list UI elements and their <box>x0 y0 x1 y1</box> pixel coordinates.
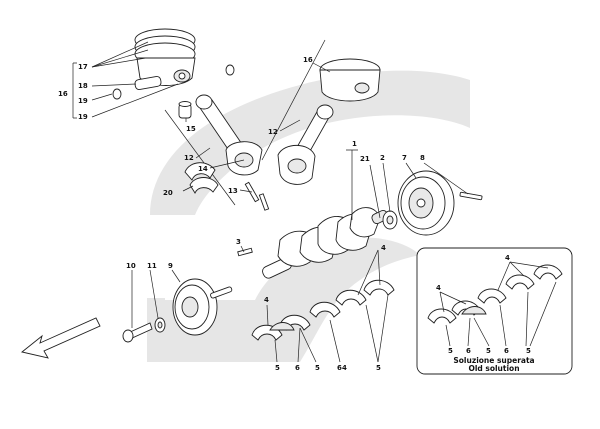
rod-bolts-left <box>244 181 270 211</box>
inset-caption-english: Old solution <box>468 364 519 373</box>
callout-3: 3 <box>236 238 241 246</box>
callout-6: 6 <box>504 347 509 355</box>
cut-line-right <box>261 39 326 161</box>
pulley-damper <box>172 278 233 336</box>
crankshaft-gear <box>382 210 398 230</box>
callout-4: 4 <box>436 284 441 292</box>
circlip-right <box>225 64 235 76</box>
callout-12: 12 <box>268 128 278 136</box>
callout-6: 6 <box>466 347 471 355</box>
inset-caption-italian: Soluzione superata <box>453 356 534 365</box>
connecting-rod-left <box>195 94 263 176</box>
washer <box>154 317 166 333</box>
callout-9: 9 <box>168 262 173 270</box>
callout-4: 4 <box>505 254 510 262</box>
crankshaft <box>262 207 389 279</box>
background-watermark-lower <box>147 237 420 362</box>
circlip-left <box>112 88 122 100</box>
inset-old-solution <box>416 247 573 375</box>
callout-13: 13 <box>228 187 238 195</box>
piston-pin <box>134 76 162 90</box>
callout-10: 10 <box>126 262 136 270</box>
callout-16: 16 <box>303 56 313 64</box>
callout-15: 15 <box>186 125 196 133</box>
leader-lines <box>72 41 557 363</box>
callout-6: 6 <box>295 364 300 372</box>
front-direction-arrow <box>20 317 101 359</box>
callout-8: 8 <box>420 154 425 162</box>
flywheel <box>397 170 455 236</box>
small-end-bush <box>178 101 192 119</box>
rod-bearing-shells-left <box>184 162 219 194</box>
callout-21: 21 <box>360 155 370 163</box>
callout-18: 18 <box>78 82 88 90</box>
callout-16: 16 <box>58 90 68 98</box>
callout-5: 5 <box>486 347 491 355</box>
callout-12: 12 <box>184 154 194 162</box>
connecting-rod-right <box>277 104 334 185</box>
piston-right <box>319 58 381 102</box>
callout-19: 19 <box>78 97 88 105</box>
callout-4: 4 <box>381 244 386 252</box>
callout-1: 1 <box>352 140 357 148</box>
cut-line-left <box>164 109 236 206</box>
callout-5: 5 <box>448 347 453 355</box>
piston-left <box>134 28 196 86</box>
callout-2: 2 <box>380 154 385 162</box>
pulley-bolt <box>122 322 153 343</box>
callout-11: 11 <box>147 262 157 270</box>
callout-5: 5 <box>526 347 531 355</box>
callout-19: 19 <box>78 113 88 121</box>
callout-6: 6 <box>337 364 342 372</box>
callout-labels: 17 18 16 19 19 15 16 12 12 14 13 20 1 21… <box>58 56 531 372</box>
background-watermark <box>150 70 470 215</box>
callout-7: 7 <box>402 154 407 162</box>
callout-4: 4 <box>342 364 347 372</box>
callout-5: 5 <box>275 364 280 372</box>
callout-5: 5 <box>315 364 320 372</box>
callout-20: 20 <box>163 189 173 197</box>
callout-14: 14 <box>198 165 208 173</box>
callout-17: 17 <box>78 63 88 71</box>
callout-4: 4 <box>264 296 269 304</box>
callout-5: 5 <box>376 364 381 372</box>
flywheel-bolt <box>459 191 483 201</box>
key <box>237 247 253 257</box>
